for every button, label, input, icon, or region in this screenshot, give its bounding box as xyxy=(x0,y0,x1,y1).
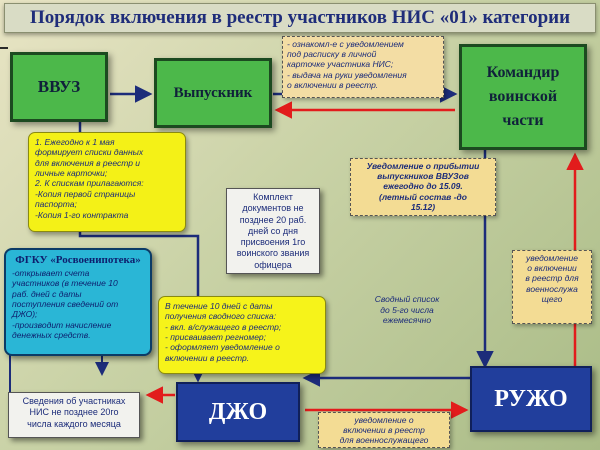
note-line: НИС не позднее 20го xyxy=(29,407,119,418)
note-line: участников (в течение 10 xyxy=(12,278,118,289)
note-notify-right: уведомление о включении в реестр для вое… xyxy=(512,250,592,324)
node-dzho-label: ДЖО xyxy=(208,398,268,425)
note-line: - выдача на руки уведомления xyxy=(287,69,407,80)
page-title: Порядок включения в реестр участников НИ… xyxy=(4,3,596,33)
note-line: ДЖО); xyxy=(12,309,38,320)
note-acquaint: - ознакомл-е с уведомлением под расписку… xyxy=(282,36,444,98)
note-line: 2. К спискам прилагаются: xyxy=(35,178,144,189)
note-line: денежных средств. xyxy=(12,330,91,341)
node-commander-label: Командир воинской части xyxy=(486,64,560,129)
note-line: - присваивает регномер; xyxy=(165,332,267,343)
note-line: -открывает счета xyxy=(12,268,90,278)
note-line: -Копия 1-го контракта xyxy=(35,209,129,220)
note-line: 15.12) xyxy=(410,201,436,212)
note-line: ежемесячно xyxy=(382,315,432,326)
note-line: о включении в реестр. xyxy=(287,79,379,90)
node-vvuz-label: ВВУЗ xyxy=(37,77,81,96)
note-line: ежегодно до 15.09. xyxy=(383,181,463,192)
note-line: -производит начисление xyxy=(12,319,112,330)
note-summary-list: Сводный список до 5-го числа ежемесячно xyxy=(363,294,451,336)
note-notify-bottom: уведомление о включении в реестр для вое… xyxy=(318,412,450,448)
note-line: личные карточки; xyxy=(35,168,108,179)
note-line: военнослужа xyxy=(526,283,578,294)
note-line: Уведомление о прибытии xyxy=(366,161,480,171)
node-ruzho-label: РУЖО xyxy=(494,385,568,412)
note-package: Комплект документов не позднее 20 раб. д… xyxy=(226,188,320,274)
node-vvuz: ВВУЗ xyxy=(10,52,108,122)
note-line: Сводный список xyxy=(374,294,440,304)
note-line: дней со дня xyxy=(248,225,298,236)
note-line: - оформляет уведомление о xyxy=(165,342,280,353)
note-line: - вкл. в/служащего в реестр; xyxy=(165,321,282,332)
note-participants-info: Сведения об участниках НИС не позднее 20… xyxy=(8,392,140,438)
note-line: уведомление xyxy=(525,253,579,263)
note-line: в реестр для xyxy=(525,273,579,284)
note-line: воинского звания xyxy=(236,248,310,259)
note-line: для включения в реестр и xyxy=(35,157,141,168)
note-line: выпускников ВВУЗов xyxy=(377,171,469,182)
note-line: Комплект xyxy=(253,192,293,202)
note-line: 1. Ежегодно к 1 мая xyxy=(35,137,115,147)
note-line: карточке участника НИС; xyxy=(287,59,394,70)
note-line: для военнослужащего xyxy=(339,435,429,446)
note-line: числа каждого месяца xyxy=(27,418,121,429)
node-fgku-label: ФГКУ «Росвоенипотека» xyxy=(15,254,141,266)
note-line: формирует списки данных xyxy=(35,147,144,158)
note-line: под расписку в личной xyxy=(287,49,377,60)
fgku-duties: -открывает счета участников (в течение 1… xyxy=(12,268,144,341)
note-line: о включении xyxy=(527,263,577,274)
note-line: паспорта; xyxy=(35,199,77,210)
note-line: -Копия первой страницы xyxy=(35,188,136,199)
note-line: офицера xyxy=(254,259,292,270)
node-graduate-label: Выпускник xyxy=(173,84,253,101)
note-line: документов не xyxy=(242,203,304,214)
note-arrival: Уведомление о прибытии выпускников ВВУЗо… xyxy=(350,158,496,216)
note-line: Сведения об участниках xyxy=(22,396,126,406)
note-line: раб. дней с даты xyxy=(12,288,82,299)
note-line: поступления сведений от xyxy=(12,299,119,310)
note-vvuz-duties: 1. Ежегодно к 1 мая формирует списки дан… xyxy=(28,132,186,232)
note-line: В течение 10 дней с даты xyxy=(165,301,273,311)
node-dzho: ДЖО xyxy=(176,382,300,442)
note-line: включении в реестр xyxy=(343,425,425,436)
note-line: до 5-го числа xyxy=(380,304,434,315)
note-line: присвоения 1го xyxy=(240,237,306,247)
note-dzho-duties: В течение 10 дней с даты получения сводн… xyxy=(158,296,326,374)
note-line: включении в реестр. xyxy=(165,352,250,363)
note-line: - ознакомл-е с уведомлением xyxy=(287,39,404,49)
node-graduate: Выпускник xyxy=(154,58,272,128)
note-line: позднее 20 раб. xyxy=(239,214,307,225)
note-line: получения сводного списка: xyxy=(165,311,277,322)
note-line: уведомление о xyxy=(354,415,414,425)
note-line: щего xyxy=(541,293,563,304)
node-ruzho: РУЖО xyxy=(470,366,592,432)
note-line: (летный состав -до xyxy=(379,191,467,202)
node-fgku: ФГКУ «Росвоенипотека» -открывает счета у… xyxy=(4,248,152,356)
node-commander: Командир воинской части xyxy=(459,44,587,150)
